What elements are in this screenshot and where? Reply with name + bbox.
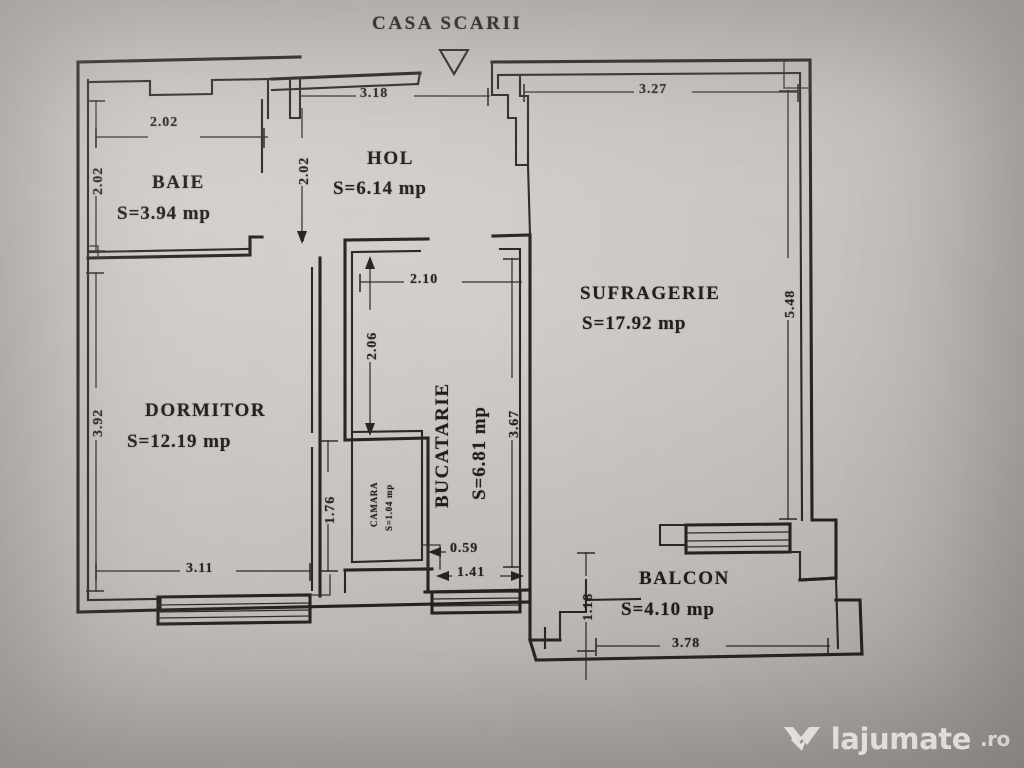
dim-sufragerie-width [523,84,800,102]
dim-text-balcon-depth: 1.18 [581,592,596,621]
dim-hol-height [297,108,307,244]
dim-bucatarie-left [365,256,375,436]
dim-balcon-width [595,638,830,656]
dim-text-bucatarie-height: 3.67 [507,409,522,438]
dim-dormitor-width [95,563,312,581]
dim-text-sufragerie-width: 3.27 [639,82,668,97]
room-area-hol: S=6.14 mp [333,178,427,199]
room-label-camara: CAMARA [369,481,379,527]
dim-hol-width [299,88,490,106]
room-area-baie: S=3.94 mp [117,203,211,224]
room-area-balcon: S=4.10 mp [621,599,715,620]
dim-text-balcon-width: 3.78 [672,636,701,651]
room-label-hol: HOL [367,148,415,169]
dim-sufragerie-height [779,90,797,520]
room-outline-camara [343,429,441,594]
outer-walls [76,55,532,614]
room-outline-dormitor [86,256,331,626]
dim-text-dormitor-right: 1.76 [323,495,338,524]
dim-text-bucatarie-top: 2.10 [410,272,439,287]
dim-text-dormitor-width: 3.11 [186,561,214,576]
dim-text-sufragerie-height: 5.48 [783,289,798,318]
room-area-sufragerie: S=17.92 mp [582,313,687,334]
dim-text-camara-offset: 0.59 [450,541,479,556]
dim-text-hol-height: 2.02 [297,156,312,185]
dim-text-camara-width: 1.41 [457,565,486,580]
plan-title: CASA SCARII [372,13,523,34]
dim-bucatarie-top [359,274,522,292]
room-outline-balcon [528,576,864,662]
dim-text-hol-width: 3.18 [360,86,389,101]
room-label-sufragerie: SUFRAGERIE [580,283,721,304]
dim-text-baie-height: 2.02 [91,166,106,195]
dim-baie-width [95,128,268,148]
room-label-balcon: BALCON [639,568,730,589]
room-label-dormitor: DORMITOR [145,400,267,421]
room-area-dormitor: S=12.19 mp [127,431,232,452]
dim-text-dormitor-height: 3.92 [91,408,106,437]
dim-dormitor-right [319,440,338,572]
dim-camara-width [436,571,524,581]
room-label-bucatarie: BUCATARIE [432,382,453,508]
dim-baie-height [88,100,105,252]
dim-text-bucatarie-left: 2.06 [365,331,380,360]
room-outline-baie [86,77,274,260]
room-outline-bucatarie [343,163,532,615]
dim-text-baie-width: 2.02 [150,115,179,130]
room-area-camara: S=1.04 mp [384,484,394,531]
stairwell-marker [438,48,470,77]
room-area-bucatarie: S=6.81 mp [469,406,490,500]
dim-balcon-depth [577,552,595,680]
room-label-baie: BAIE [152,172,205,193]
dim-bucatarie-height [503,258,521,568]
dim-camara-offset [428,547,446,557]
